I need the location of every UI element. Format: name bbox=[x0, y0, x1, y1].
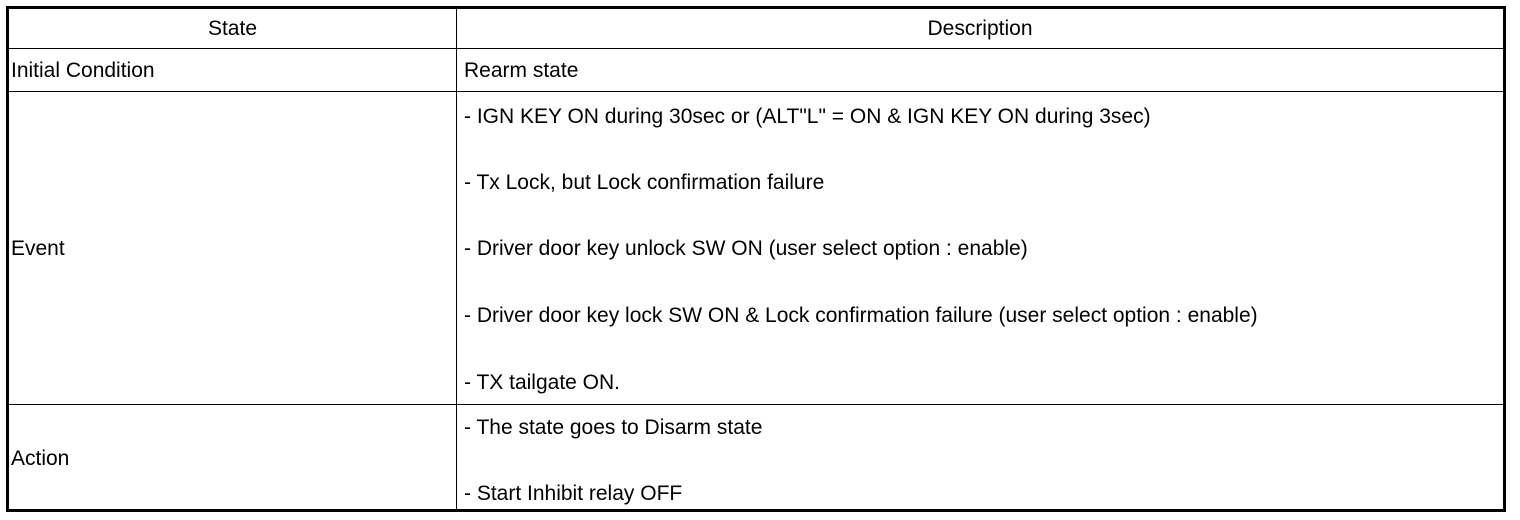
description-cell-event: - IGN KEY ON during 30sec or (ALT"L" = O… bbox=[457, 92, 1503, 404]
description-line: - Driver door key unlock SW ON (user sel… bbox=[464, 237, 1028, 260]
state-cell-event: Event bbox=[9, 92, 457, 404]
description-line: - IGN KEY ON during 30sec or (ALT"L" = O… bbox=[464, 105, 1151, 128]
description-cell-initial-condition: Rearm state bbox=[457, 49, 1503, 91]
header-state: State bbox=[9, 9, 457, 48]
header-description: Description bbox=[927, 17, 1033, 40]
table-header-row: State Description bbox=[9, 9, 1503, 49]
state-cell-initial-condition: Initial Condition bbox=[9, 49, 457, 91]
description-line: Rearm state bbox=[464, 58, 579, 82]
description-line: - Driver door key lock SW ON & Lock conf… bbox=[464, 304, 1258, 327]
table-row-action: Action - The state goes to Disarm state … bbox=[9, 405, 1503, 512]
state-label: Action bbox=[11, 447, 70, 470]
description-line: - Tx Lock, but Lock confirmation failure bbox=[464, 171, 825, 194]
description-cell-action: - The state goes to Disarm state - Start… bbox=[457, 405, 1503, 512]
description-line: - TX tailgate ON. bbox=[464, 371, 621, 394]
state-label: Initial Condition bbox=[11, 58, 155, 82]
state-cell-action: Action bbox=[9, 405, 457, 512]
description-line: - The state goes to Disarm state bbox=[464, 416, 763, 439]
state-description-table: State Description Initial Condition Rear… bbox=[6, 6, 1506, 512]
description-line: - Start Inhibit relay OFF bbox=[464, 482, 683, 505]
state-label: Event bbox=[11, 236, 65, 260]
table-row-event: Event - IGN KEY ON during 30sec or (ALT"… bbox=[9, 92, 1503, 405]
table-row-initial-condition: Initial Condition Rearm state bbox=[9, 49, 1503, 92]
